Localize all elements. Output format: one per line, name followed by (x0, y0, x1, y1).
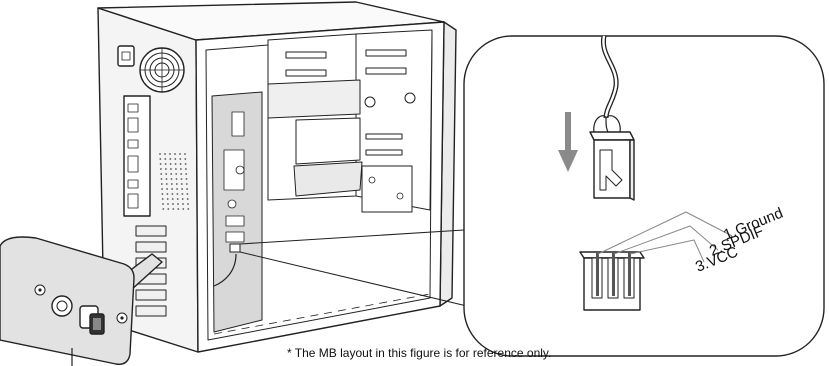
vent-hole (177, 208, 180, 210)
vent-hole (185, 168, 187, 170)
vent-hole (169, 153, 171, 155)
spdif-header-location (229, 243, 241, 253)
vent-hole (176, 188, 179, 190)
vent-hole (180, 168, 182, 170)
vent-hole (160, 178, 163, 180)
vent-hole (161, 193, 164, 195)
vent-hole (170, 168, 172, 170)
vent-hole (164, 163, 167, 165)
vent-holes (159, 153, 190, 210)
vent-hole (170, 173, 173, 175)
vent-hole (162, 203, 164, 205)
vent-hole (160, 183, 163, 185)
vent-hole (170, 178, 173, 180)
vent-hole (166, 193, 169, 195)
vent-hole (169, 158, 172, 160)
vent-hole (166, 188, 169, 190)
pin-leader-lines (597, 211, 733, 263)
hard-drive (293, 161, 363, 197)
vent-hole (170, 183, 173, 185)
vent-hole (166, 198, 169, 200)
vent-hole (177, 203, 179, 205)
connector-zoom-panel (463, 35, 825, 357)
vent-hole (159, 153, 161, 155)
cable-plug (589, 131, 635, 201)
insert-arrow (558, 112, 578, 172)
vent-hole (186, 188, 189, 190)
vent-hole (181, 188, 184, 190)
vent-hole (180, 183, 183, 185)
spdif-header (579, 251, 645, 311)
vent-hole (176, 193, 179, 195)
vent-hole (172, 208, 175, 210)
vent-hole (175, 183, 178, 185)
vent-hole (185, 178, 188, 180)
vent-hole (186, 193, 189, 195)
vent-hole (165, 173, 168, 175)
vent-hole (174, 163, 177, 165)
vent-hole (181, 193, 184, 195)
optical-drive (267, 79, 361, 119)
vent-hole (185, 183, 188, 185)
pc-case (97, 1, 457, 353)
vent-hole (159, 158, 162, 160)
vent-hole (164, 158, 167, 160)
vent-hole (159, 163, 162, 165)
vent-hole (164, 153, 166, 155)
reference-footnote: * The MB layout in this figure is for re… (287, 346, 552, 360)
vent-hole (184, 163, 187, 165)
vent-hole (165, 183, 168, 185)
vent-hole (180, 178, 183, 180)
vent-hole (182, 208, 185, 210)
vent-hole (184, 153, 186, 155)
vent-hole (185, 173, 188, 175)
vent-hole (187, 203, 189, 205)
vent-hole (175, 173, 178, 175)
vent-hole (161, 198, 164, 200)
vent-hole (171, 198, 174, 200)
optical-jack (79, 305, 105, 335)
vent-hole (165, 178, 168, 180)
vent-hole (175, 168, 177, 170)
vent-hole (161, 188, 164, 190)
internal-cable (213, 253, 237, 287)
vent-hole (169, 163, 172, 165)
vent-hole (160, 168, 162, 170)
vent-hole (187, 208, 190, 210)
vent-hole (179, 153, 181, 155)
vent-hole (175, 178, 178, 180)
vent-hole (171, 193, 174, 195)
vent-hole (184, 158, 187, 160)
drive-bracket (361, 165, 413, 213)
vent-hole (162, 208, 165, 210)
vent-hole (186, 198, 189, 200)
vent-hole (160, 173, 163, 175)
vent-hole (182, 203, 184, 205)
vent-hole (167, 203, 169, 205)
vent-hole (179, 158, 182, 160)
vent-hole (172, 203, 174, 205)
vent-hole (181, 198, 184, 200)
vent-hole (165, 168, 167, 170)
connector-zoom-callout (239, 35, 825, 357)
rear-bracket-callout (0, 236, 163, 366)
vent-hole (167, 208, 170, 210)
vent-hole (171, 188, 174, 190)
vent-hole (180, 173, 183, 175)
vent-hole (174, 158, 177, 160)
vent-hole (179, 163, 182, 165)
vent-hole (176, 198, 179, 200)
vent-hole (174, 153, 176, 155)
